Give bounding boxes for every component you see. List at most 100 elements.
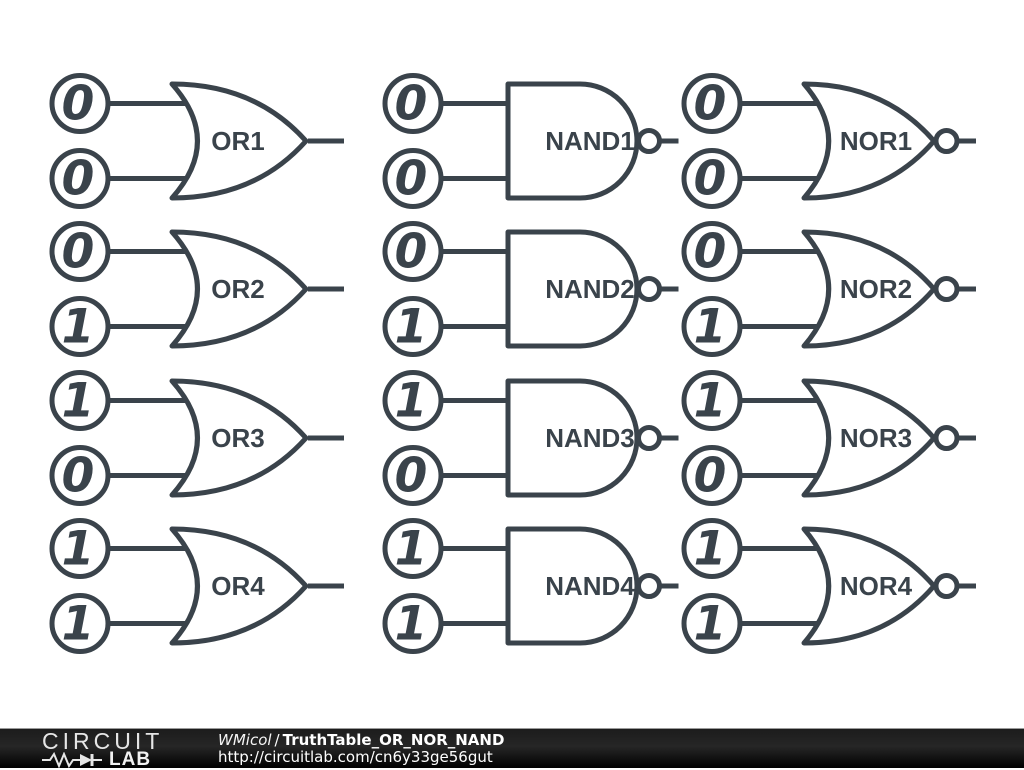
input-node-circle[interactable] <box>681 593 743 654</box>
schematic-title[interactable]: TruthTable_OR_NOR_NAND <box>282 731 505 749</box>
input-node[interactable]: 0 <box>49 148 111 209</box>
footer-bar: CIRCUIT LAB WMicol/TruthTable_OR_NOR_NAN… <box>0 728 1024 770</box>
gate-label: NOR2 <box>840 274 912 304</box>
input-node[interactable]: 1 <box>382 593 444 654</box>
input-node-circle[interactable] <box>382 593 444 654</box>
input-node-circle[interactable] <box>681 296 743 357</box>
input-node-circle[interactable] <box>49 73 111 134</box>
gate-label: NOR4 <box>840 571 913 601</box>
input-node[interactable]: 0 <box>49 445 111 506</box>
input-node-circle[interactable] <box>681 221 743 282</box>
input-value: 1 <box>395 522 428 577</box>
input-node-circle[interactable] <box>382 518 444 579</box>
input-value: 1 <box>62 522 95 577</box>
input-node[interactable]: 0 <box>49 73 111 134</box>
input-node-circle[interactable] <box>382 221 444 282</box>
input-node-circle[interactable] <box>382 445 444 506</box>
input-node-circle[interactable] <box>681 518 743 579</box>
gate-nand1[interactable]: NAND1 0 0 <box>382 73 679 209</box>
input-node-circle[interactable] <box>49 148 111 209</box>
gate-label: OR2 <box>211 274 264 304</box>
input-value: 0 <box>395 152 428 207</box>
schematic-credit: WMicol/TruthTable_OR_NOR_NAND http://cir… <box>218 732 504 766</box>
gate-nand2[interactable]: NAND2 0 1 <box>382 221 679 357</box>
gate-nor4[interactable]: NOR4 1 1 <box>681 518 976 654</box>
input-node[interactable]: 1 <box>382 370 444 431</box>
input-node[interactable]: 1 <box>681 593 743 654</box>
input-node[interactable]: 1 <box>49 370 111 431</box>
input-node-circle[interactable] <box>49 518 111 579</box>
input-node[interactable]: 1 <box>681 296 743 357</box>
nor-gate-body[interactable] <box>801 526 937 646</box>
input-value: 0 <box>395 225 428 280</box>
input-node[interactable]: 1 <box>49 296 111 357</box>
nor-gate-body[interactable] <box>801 378 937 498</box>
input-node-circle[interactable] <box>382 296 444 357</box>
input-node[interactable]: 0 <box>681 73 743 134</box>
input-node[interactable]: 1 <box>382 296 444 357</box>
input-value: 0 <box>694 77 727 132</box>
input-node[interactable]: 1 <box>382 518 444 579</box>
input-node-circle[interactable] <box>382 148 444 209</box>
input-node[interactable]: 0 <box>49 221 111 282</box>
or-gate-body[interactable] <box>169 229 309 349</box>
input-node[interactable]: 0 <box>681 445 743 506</box>
inversion-bubble <box>933 128 960 154</box>
input-node[interactable]: 1 <box>681 518 743 579</box>
or-gate-body[interactable] <box>169 526 309 646</box>
input-node-circle[interactable] <box>49 221 111 282</box>
input-value: 1 <box>694 300 727 355</box>
inversion-bubble <box>933 425 960 451</box>
author-name[interactable]: WMicol <box>218 731 272 749</box>
gate-label: NAND1 <box>545 126 635 156</box>
input-value: 1 <box>395 597 428 652</box>
input-node-circle[interactable] <box>681 370 743 431</box>
schematic-canvas: OR100OR201OR310OR411NAND100NAND201NAND31… <box>49 73 976 654</box>
gate-label: NAND2 <box>545 274 635 304</box>
input-node[interactable]: 0 <box>681 148 743 209</box>
inversion-bubble <box>933 573 960 599</box>
input-node-circle[interactable] <box>382 73 444 134</box>
input-node[interactable]: 1 <box>49 518 111 579</box>
input-value: 0 <box>395 77 428 132</box>
input-node[interactable]: 1 <box>49 593 111 654</box>
gate-or1[interactable]: OR1 0 0 <box>49 73 344 209</box>
input-value: 0 <box>694 449 727 504</box>
input-value: 1 <box>62 374 95 429</box>
gate-label: OR1 <box>211 126 264 156</box>
input-value: 0 <box>694 225 727 280</box>
logo-text-circuit: CIRCUIT <box>42 728 164 754</box>
input-node[interactable]: 0 <box>382 445 444 506</box>
input-node-circle[interactable] <box>681 73 743 134</box>
input-node-circle[interactable] <box>49 593 111 654</box>
input-node-circle[interactable] <box>681 148 743 209</box>
input-node-circle[interactable] <box>49 445 111 506</box>
input-node-circle[interactable] <box>49 370 111 431</box>
input-node-circle[interactable] <box>49 296 111 357</box>
input-node[interactable]: 0 <box>382 221 444 282</box>
input-node[interactable]: 0 <box>382 148 444 209</box>
or-gate-body[interactable] <box>169 378 309 498</box>
input-node[interactable]: 0 <box>681 221 743 282</box>
gate-nor2[interactable]: NOR2 0 1 <box>681 221 976 357</box>
or-gate-body[interactable] <box>169 81 309 201</box>
input-value: 0 <box>395 449 428 504</box>
input-node-circle[interactable] <box>681 445 743 506</box>
nor-gate-body[interactable] <box>801 81 937 201</box>
inversion-bubble <box>636 573 662 599</box>
logo-text-lab: LAB <box>109 749 152 770</box>
circuitlab-logo[interactable]: CIRCUIT LAB <box>42 728 172 770</box>
gate-or2[interactable]: OR2 0 1 <box>49 221 344 357</box>
input-node-circle[interactable] <box>382 370 444 431</box>
input-node[interactable]: 0 <box>382 73 444 134</box>
schematic-url[interactable]: http://circuitlab.com/cn6y33ge56gut <box>218 748 493 766</box>
input-node[interactable]: 1 <box>681 370 743 431</box>
resistor-diode-icon <box>42 752 102 768</box>
nor-gate-body[interactable] <box>801 229 937 349</box>
